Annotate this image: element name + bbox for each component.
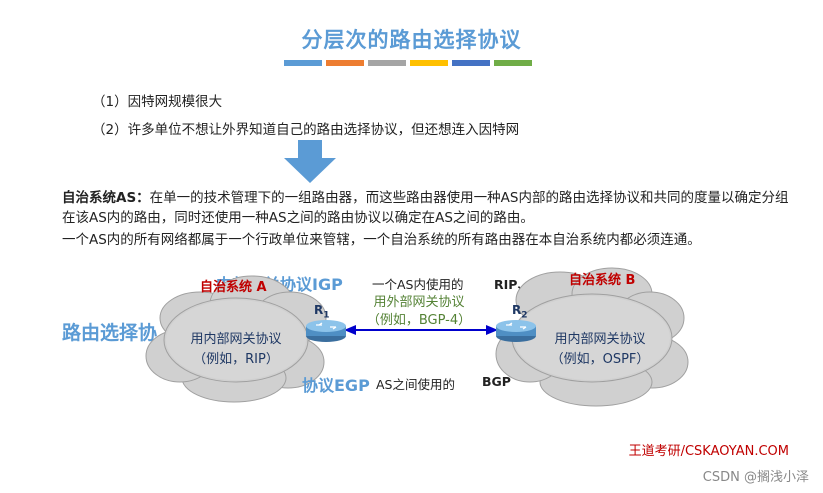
down-arrow-icon xyxy=(284,140,336,183)
as-definition-line3: 一个AS内的所有网络都属于一个行政单位来管辖，一个自治系统的所有路由器在本自治系… xyxy=(62,232,701,248)
title-color-bars xyxy=(284,60,532,66)
cloud-a-line1: 用内部网关协议 xyxy=(190,332,282,347)
router-2-label: R2 xyxy=(512,303,528,321)
router-2-icon xyxy=(496,320,536,342)
router-1-label: R1 xyxy=(314,303,330,321)
igp-desc: 一个AS内使用的 xyxy=(372,277,464,292)
cloud-b-line1: 用内部网关协议 xyxy=(554,332,646,347)
link-line1: 用外部网关协议 xyxy=(373,295,465,310)
as-b-label: 自治系统 B xyxy=(569,273,636,288)
watermark: CSDN @搁浅小泽 xyxy=(702,470,809,485)
egp-examples: BGP xyxy=(482,374,511,389)
link-line2: （例如，BGP-4） xyxy=(366,313,472,328)
color-bar xyxy=(284,60,322,66)
as-definition: 自治系统AS：在单一的技术管理下的一组路由器，而这些路由器使用一种AS内部的路由… xyxy=(62,188,792,228)
egp-desc: AS之间使用的 xyxy=(376,377,455,392)
link-arrow xyxy=(344,325,498,335)
as-definition-text: 在单一的技术管理下的一组路由器，而这些路由器使用一种AS内部的路由选择协议和共同… xyxy=(62,190,789,226)
egp-heading: 协议EGP xyxy=(302,376,370,395)
as-term: 自治系统AS： xyxy=(62,190,150,206)
color-bar xyxy=(410,60,448,66)
cloud-a xyxy=(145,275,327,403)
router-1-icon xyxy=(306,320,346,342)
point-1: （1）因特网规模很大 xyxy=(92,94,223,110)
point-2: （2）许多单位不想让外界知道自己的路由选择协议，但还想连入因特网 xyxy=(92,122,520,138)
footer-brand: 王道考研/CSKAOYAN.COM xyxy=(628,444,789,459)
color-bar xyxy=(326,60,364,66)
color-bar xyxy=(368,60,406,66)
cloud-a-label: 用内部网关协议 （例如，RIP） xyxy=(178,330,294,370)
bg-heading: 路由选择协 xyxy=(62,322,158,344)
link-label: 用外部网关协议 （例如，BGP-4） xyxy=(354,294,484,330)
as-a-label: 自治系统 A xyxy=(200,280,267,295)
color-bar xyxy=(452,60,490,66)
page-title: 分层次的路由选择协议 xyxy=(301,28,522,52)
cloud-b-line2: （例如，OSPF） xyxy=(550,352,650,367)
cloud-b-label: 用内部网关协议 （例如，OSPF） xyxy=(540,330,660,370)
cloud-a-line2: （例如，RIP） xyxy=(193,352,279,367)
color-bar xyxy=(494,60,532,66)
